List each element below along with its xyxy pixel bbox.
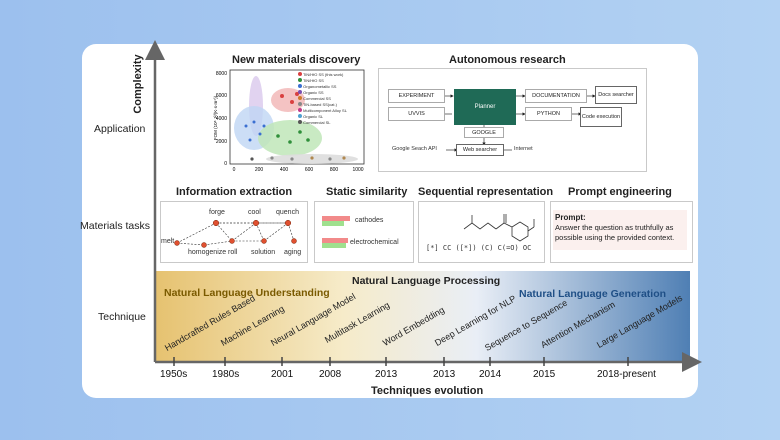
nlg-label: Natural Language Generation (519, 288, 667, 300)
python-box: PYTHON (525, 107, 572, 121)
legend-item: Commercial SL (298, 120, 347, 126)
legend-item: TiN-based SS(cat.) (298, 102, 347, 108)
internet-label: Internet (514, 146, 533, 152)
node-melt: melt (161, 238, 175, 245)
year-2008: 2008 (319, 369, 342, 380)
node-aging: aging (284, 249, 302, 256)
planner-box: Planner (454, 89, 516, 125)
node-roll: roll (228, 249, 238, 256)
node-solution: solution (251, 249, 276, 256)
info-extraction-panel (160, 201, 308, 263)
prompt-card (553, 210, 687, 250)
documentation-box: DOCUMENTATION (525, 89, 587, 103)
year-2013-a: 2013 (375, 369, 398, 380)
plot-y-tick-0: 0 (224, 161, 227, 167)
level-technique: Technique (98, 311, 146, 323)
technique-band (156, 271, 690, 361)
year-2015: 2015 (533, 369, 556, 380)
materials-plot: 0 2000 4000 6000 8000 0 200 400 600 800 … (213, 69, 365, 173)
plot-x-tick-4: 800 (330, 167, 339, 173)
node-cool: cool (248, 209, 261, 216)
plot-legend: TiN/HfO SS (this work) TiN/HfO SS Organo… (298, 72, 347, 126)
process-graph (174, 219, 297, 248)
nlp-label: Natural Language Processing (352, 275, 501, 287)
year-1980s: 1980s (212, 369, 240, 380)
experiment-box: EXPERIMENT (388, 89, 445, 103)
electrochemical-bar-green (322, 243, 346, 248)
node-forge: forge (209, 209, 225, 216)
plot-y-tick-2: 4000 (216, 116, 227, 122)
plot-y-tick-4: 8000 (216, 71, 227, 77)
node-quench: quench (276, 209, 299, 216)
legend-item: Organic SS (298, 90, 347, 96)
plot-x-tick-0: 0 (233, 167, 236, 173)
year-2013-b: 2013 (433, 369, 456, 380)
cathodes-bar-green (322, 221, 344, 226)
plot-y-label: FOM (10⁸ J²/(K·s·m⁴)) (213, 95, 218, 140)
node-homogenize: homogenize (188, 249, 227, 256)
info-extraction-title: Information extraction (176, 186, 293, 198)
plot-x-tick-3: 600 (305, 167, 314, 173)
cathodes-bar-red (322, 216, 350, 221)
google-box: GOOGLE (464, 127, 504, 138)
legend-item: Organometallic SS (298, 84, 347, 90)
static-similarity-panel (314, 201, 414, 263)
level-application: Application (94, 123, 146, 135)
docs-searcher-box: Docs searcher (595, 86, 637, 104)
year-2014: 2014 (479, 369, 502, 380)
smiles-string: [*] CC ([*]) (C) C(=O) OC (426, 244, 532, 252)
code-execution-box: Code execution (580, 107, 622, 127)
cathodes-label: cathodes (355, 217, 384, 224)
plot-x-tick-2: 400 (280, 167, 289, 173)
sequential-representation-title: Sequential representation (418, 186, 554, 198)
prompt-text: Answer the question as truthfully as pos… (555, 223, 675, 242)
y-axis-title: Complexity (132, 54, 144, 114)
google-api-label: Google Seach API (392, 146, 437, 152)
x-tick-marks (173, 357, 629, 366)
year-2018-present: 2018-present (597, 369, 656, 380)
year-1950s: 1950s (160, 369, 188, 380)
plot-x-tick-5: 1000 (352, 167, 363, 173)
web-searcher-box: Web searcher (456, 144, 504, 156)
legend-item: Multicomponent Alloy SL (298, 108, 347, 114)
year-2001: 2001 (271, 369, 294, 380)
prompt-label: Prompt: (555, 213, 586, 222)
materials-discovery-title: New materials discovery (232, 54, 361, 66)
uvvis-box: UVVIS (388, 107, 445, 121)
plot-points (244, 92, 346, 161)
cluster-green (258, 120, 322, 156)
static-similarity-title: Static similarity (326, 186, 408, 198)
level-materials-tasks: Materials tasks (80, 220, 151, 232)
plot-x-tick-1: 200 (255, 167, 264, 173)
electrochemical-bar-red (322, 238, 348, 243)
autonomous-research-title: Autonomous research (449, 54, 566, 66)
legend-item: Commercial SS (298, 96, 347, 102)
molecule-structure (463, 214, 535, 242)
sequential-panel (418, 201, 545, 263)
electrochemical-label: electrochemical (350, 239, 399, 246)
plot-y-tick-3: 6000 (216, 93, 227, 99)
x-axis-title: Techniques evolution (371, 385, 484, 397)
legend-item: TiN/HfO SS (298, 78, 347, 84)
legend-item: Organic SL (298, 114, 347, 120)
plot-y-tick-1: 2000 (216, 139, 227, 145)
prompt-engineering-title: Prompt engineering (568, 186, 672, 198)
legend-item: TiN/HfO SS (this work) (298, 72, 347, 78)
nlu-label: Natural Language Understanding (164, 287, 330, 299)
